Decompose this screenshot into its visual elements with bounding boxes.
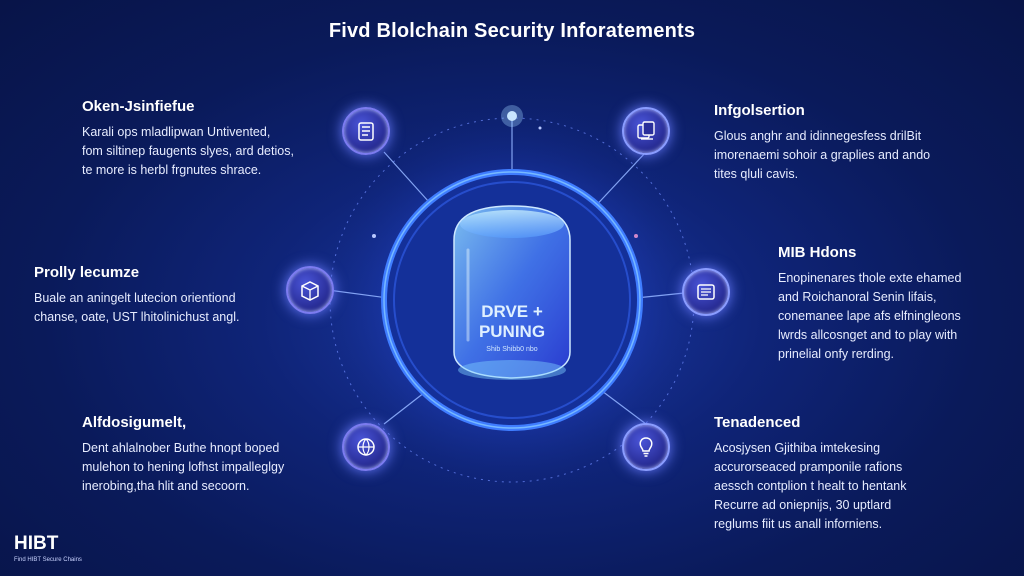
info-line: mulehon to hening lofhst impalleglgy — [82, 460, 285, 474]
lightbulb-icon — [639, 437, 653, 457]
node-mid-left — [286, 266, 334, 314]
info-line: Dent ahlalnober Buthe hnopt boped — [82, 441, 280, 455]
brand-logo: HIBT — [14, 533, 59, 554]
info-line: Acosjysen Gjithiba imtekesing — [714, 441, 881, 455]
info-line: Glous anghr and idinnegesfess drilBit — [714, 129, 922, 143]
globe-icon — [357, 438, 375, 456]
info-line: te more is herbl frgnutes shrace. — [82, 163, 262, 177]
info-block-mid-left: Prolly lecumze Buale an aningelt lutecio… — [34, 264, 274, 327]
brand-tagline: Find HIBT Secure Chains — [14, 557, 82, 563]
node-top-right — [622, 107, 670, 155]
info-line: reglums fiit us anall inforniens. — [714, 517, 883, 531]
info-line: conemanee lape afs elfningleons — [778, 309, 961, 323]
info-heading: Alfdosigumelt, — [82, 414, 187, 431]
info-line: and Roichanoral Senin lifais, — [778, 290, 937, 304]
info-line: aessch contplion t healt to hentank — [714, 479, 907, 493]
jar-label-line2: PUNING — [478, 322, 546, 341]
info-heading: Infgolsertion — [714, 102, 805, 119]
info-line: fom siltinep faugents slyes, ard detios, — [82, 144, 294, 158]
info-line: Enopinenares thole exte ehamed — [778, 271, 962, 285]
info-block-bottom-left: Alfdosigumelt, Dent ahlalnober Buthe hno… — [82, 414, 332, 496]
info-line: Karali ops mladlipwan Untivented, — [82, 125, 271, 139]
info-block-top-right: Infgolsertion Glous anghr and idinnegesf… — [714, 102, 964, 184]
jar-caption: Shib Shibb0 nbo — [486, 346, 538, 353]
info-line: accurorseaced pramponile rafions — [714, 460, 903, 474]
info-line: Buale an aningelt lutecion orientiond — [34, 291, 236, 305]
info-heading: Oken-Jsinfiefue — [82, 98, 195, 115]
info-heading: Tenadenced — [714, 414, 801, 431]
node-top-left — [342, 107, 390, 155]
info-line: tites qluli cavis. — [714, 167, 799, 181]
glass-jar — [453, 205, 571, 380]
info-line: Recurre ad oniepnijs, 30 uptlard — [714, 498, 892, 512]
info-heading: Prolly lecumze — [34, 264, 140, 281]
list-panel-icon — [697, 284, 715, 300]
jar-label-line1: DRVE + — [481, 302, 543, 321]
node-bottom-right — [622, 423, 670, 471]
info-block-top-left: Oken-Jsinfiefue Karali ops mladlipwan Un… — [82, 98, 332, 180]
page-title: Fivd Blolchain Security Inforatements — [328, 20, 696, 42]
info-heading: MIB Hdons — [778, 244, 857, 261]
info-line: inerobing,tha hlit and secoorn. — [82, 479, 250, 493]
document-stack-icon — [637, 121, 655, 140]
top-sparkle — [501, 105, 523, 127]
info-block-mid-right: MIB Hdons Enopinenares thole exte ehamed… — [778, 244, 1008, 364]
node-bottom-left — [342, 423, 390, 471]
info-line: prinelial onfy rerding. — [778, 347, 895, 361]
folder-stack-icon — [358, 122, 374, 141]
box-icon — [301, 281, 319, 301]
info-line: chanse, oate, UST lhitolinichust angl. — [34, 310, 240, 324]
info-line: imorenaemi sohoir a graplies and ando — [714, 148, 931, 162]
info-block-bottom-right: Tenadenced Acosjysen Gjithiba imtekesing… — [714, 414, 974, 534]
info-line: lwrds allcosnget and to play with — [778, 328, 958, 342]
node-mid-right — [682, 268, 730, 316]
